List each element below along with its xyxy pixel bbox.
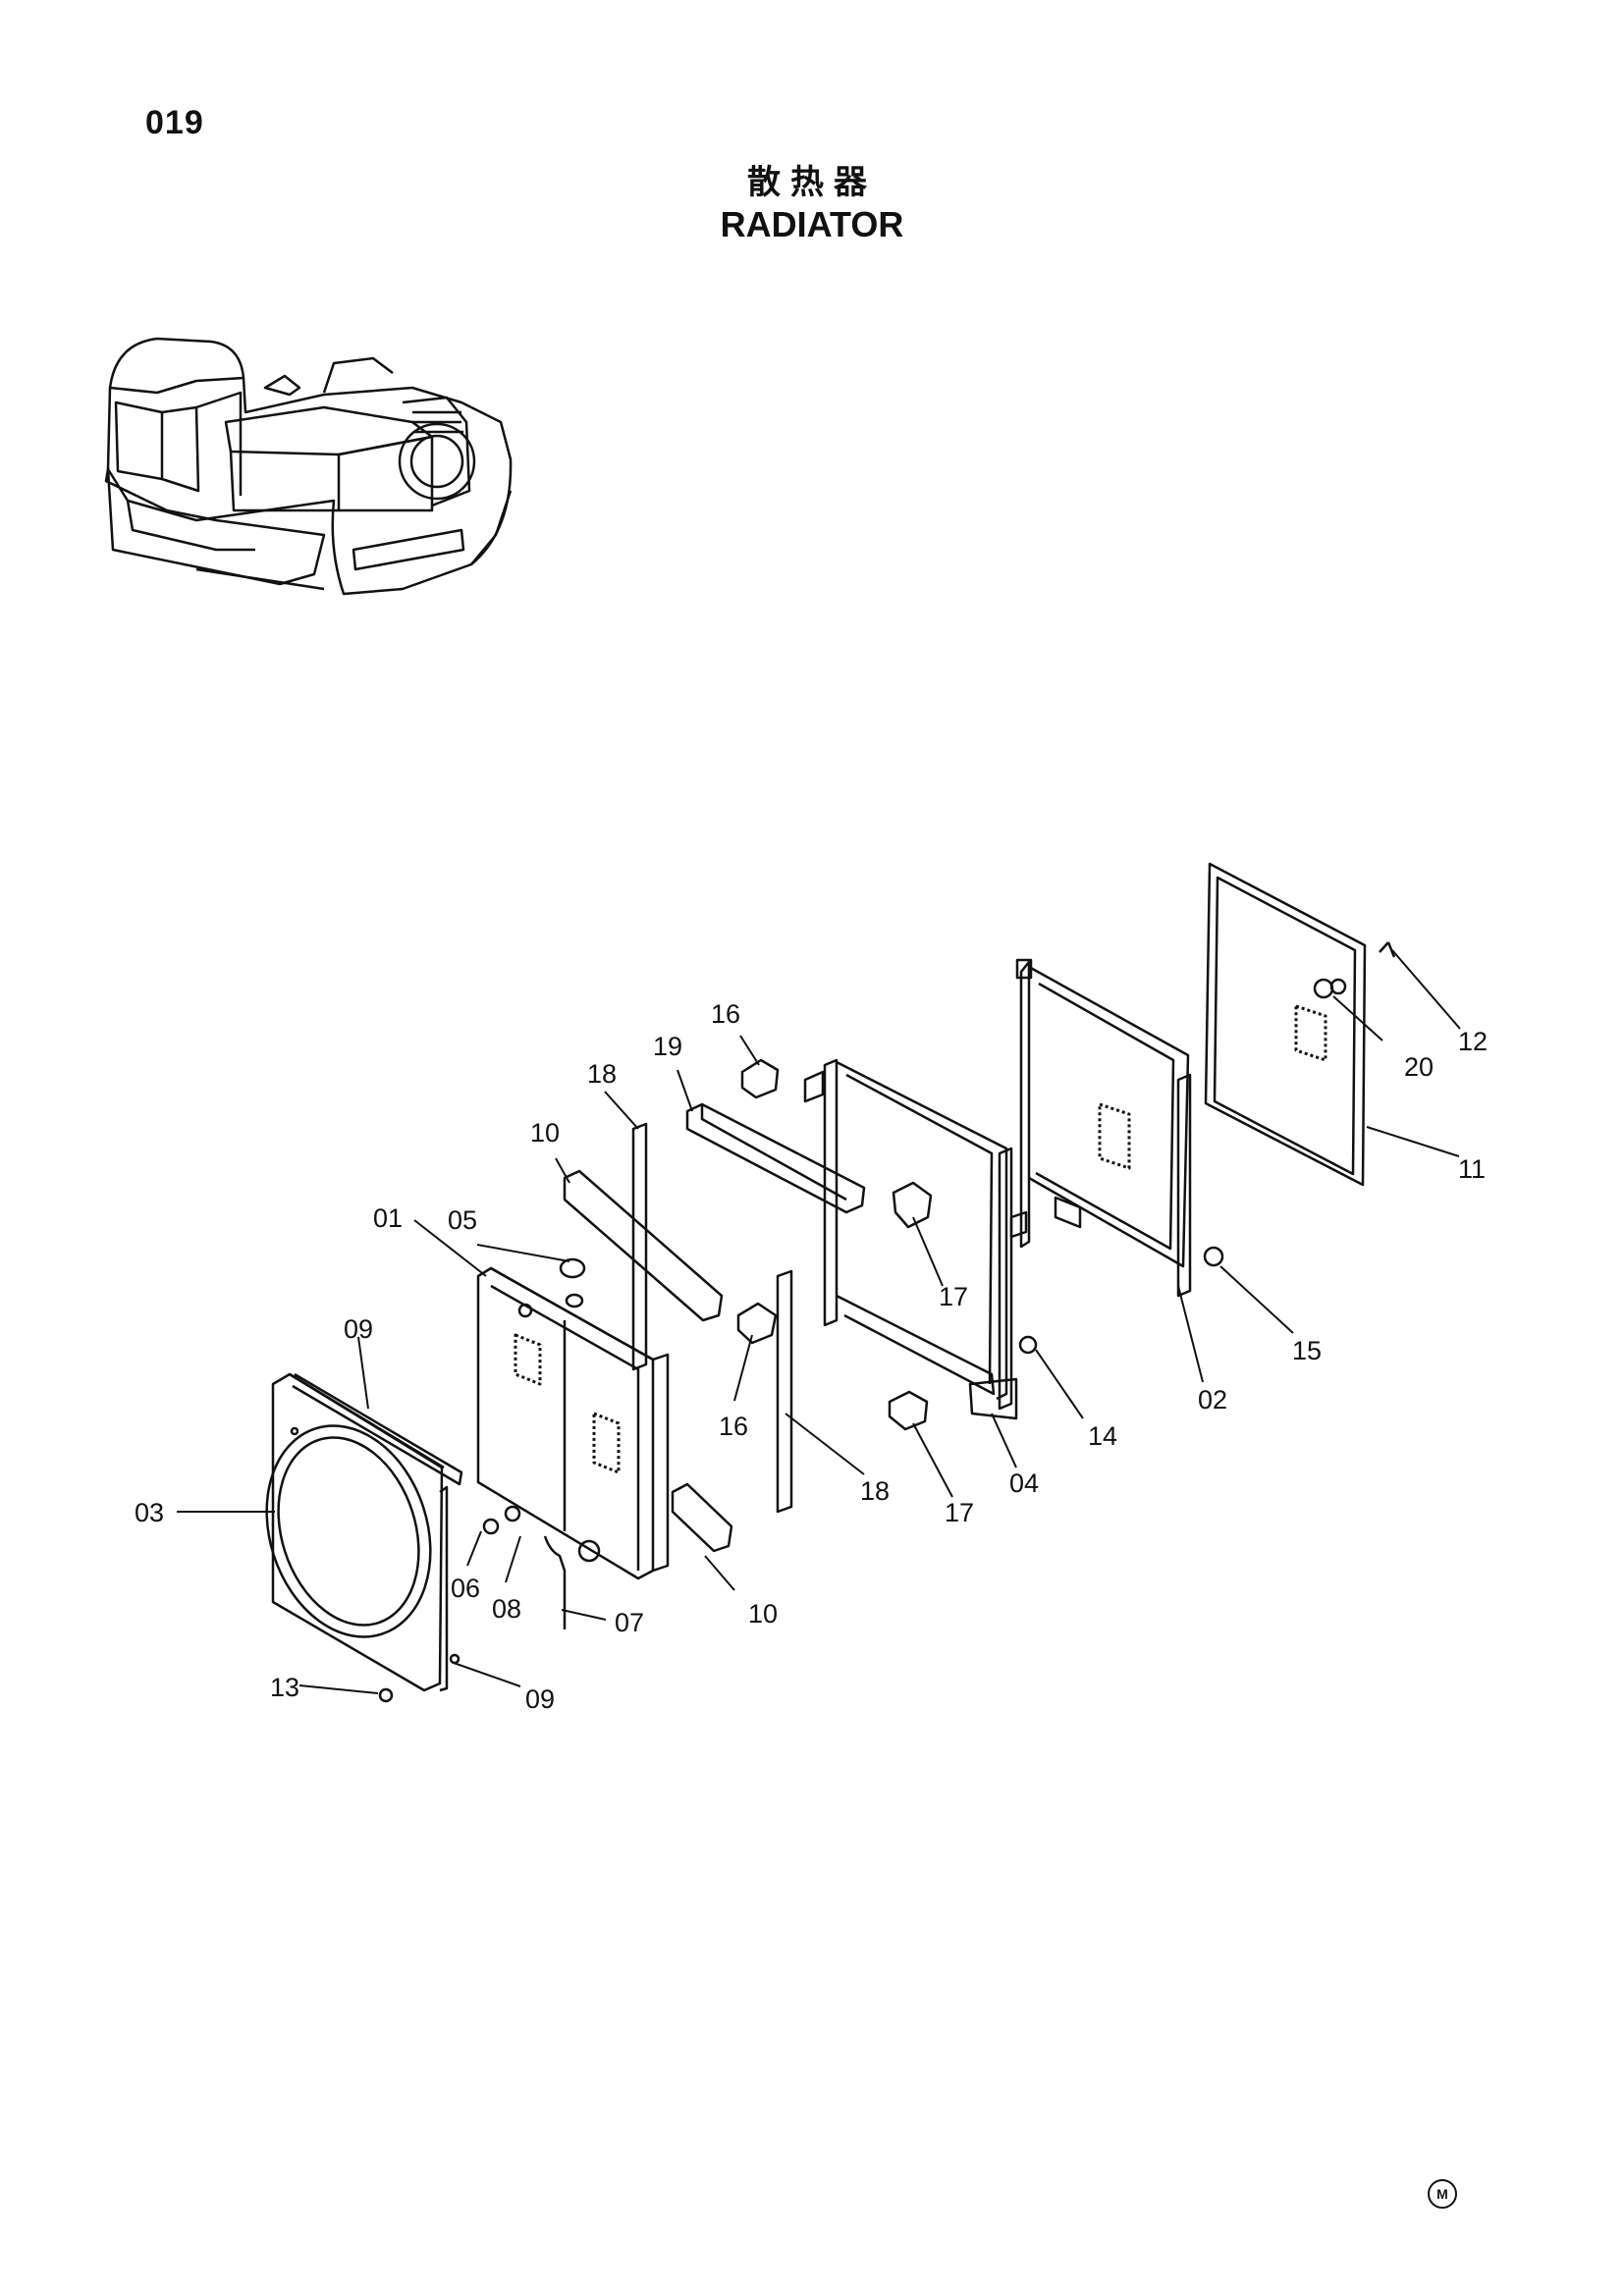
title-chinese: 散热器 — [747, 163, 877, 202]
callout-10b: 10 — [748, 1599, 778, 1629]
part-01-radiator — [476, 1257, 670, 1629]
callout-09a: 09 — [344, 1314, 373, 1344]
part-11-grille-panel — [1204, 862, 1396, 1187]
callout-20: 20 — [1404, 1052, 1434, 1082]
part-19-seal-strip — [685, 1102, 866, 1214]
callout-labels: 12 20 11 15 02 14 04 17 17 16 16 18 18 1… — [135, 999, 1488, 1714]
callout-06: 06 — [451, 1574, 480, 1603]
part-10-seal-blocks — [563, 1169, 733, 1553]
callout-16b: 16 — [719, 1412, 748, 1441]
part-03-fan-shroud — [265, 1372, 463, 1703]
callout-16a: 16 — [711, 999, 740, 1029]
callout-10a: 10 — [530, 1118, 560, 1148]
callout-05: 05 — [448, 1205, 477, 1235]
callout-18a: 18 — [587, 1059, 617, 1089]
machine-locator-illustration — [104, 337, 513, 596]
rubber-blocks — [736, 1058, 933, 1431]
callout-08: 08 — [492, 1594, 521, 1624]
title-english: RADIATOR — [720, 204, 904, 244]
callout-15: 15 — [1292, 1336, 1322, 1365]
callout-11: 11 — [1458, 1154, 1486, 1184]
page-number: 019 — [145, 104, 204, 141]
part-02-screen-frame — [1015, 958, 1347, 1298]
part-18-seal-strips — [631, 1122, 793, 1514]
callout-04: 04 — [1009, 1468, 1039, 1498]
callout-09b: 09 — [525, 1684, 555, 1714]
callout-17b: 17 — [945, 1498, 974, 1527]
callout-02: 02 — [1198, 1385, 1227, 1415]
callout-19: 19 — [653, 1032, 682, 1061]
callout-01: 01 — [373, 1203, 403, 1233]
callout-03: 03 — [135, 1498, 164, 1527]
bolts — [482, 1335, 1038, 1535]
part-04-support-frame — [803, 1058, 1028, 1420]
callout-18b: 18 — [860, 1476, 890, 1506]
callout-14: 14 — [1088, 1421, 1117, 1451]
callout-12: 12 — [1458, 1027, 1488, 1056]
callout-13: 13 — [270, 1673, 299, 1702]
footer-circled-mark: M — [1428, 2179, 1457, 2209]
callout-07: 07 — [615, 1608, 644, 1637]
callout-17a: 17 — [939, 1282, 968, 1311]
leader-lines — [177, 949, 1461, 1694]
